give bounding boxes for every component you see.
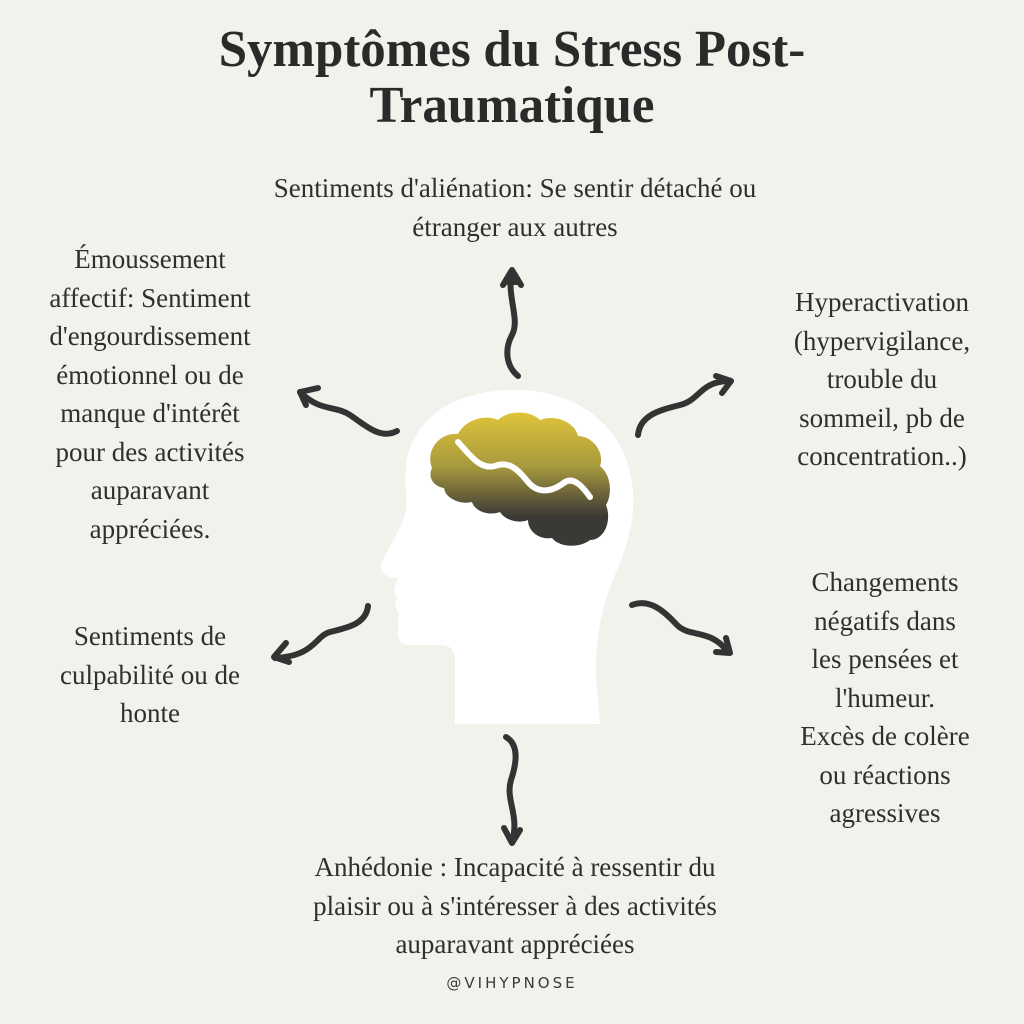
- symptom-line: négatifs dans: [814, 605, 956, 636]
- symptom-line: Anhédonie : Incapacité à ressentir du: [314, 852, 716, 882]
- symptom-line: Changements: [811, 567, 959, 597]
- symptom-line: l'humeur.: [834, 682, 936, 713]
- symptom-line: auparavant: [90, 475, 210, 505]
- symptom-anhedonie: Anhédonie : Incapacité à ressentir du pl…: [200, 848, 830, 964]
- author-handle: @VIHYPNOSE: [446, 974, 578, 992]
- arrow-up-left-icon: [297, 385, 400, 437]
- symptom-line: auparavant appréciées: [395, 929, 635, 959]
- symptom-line: Sentiments d'aliénation: Se sentir détac…: [273, 173, 757, 203]
- title-line-2: Traumatique: [369, 77, 655, 134]
- symptom-alienation: Sentiments d'aliénation: Se sentir détac…: [150, 169, 880, 246]
- arrow-up-icon: [500, 267, 524, 379]
- arrow-up-right-icon: [635, 373, 734, 438]
- symptom-line: sommeil, pb de: [799, 402, 965, 433]
- symptom-line: concentration..): [797, 441, 967, 471]
- symptom-line: culpabilité ou de: [60, 659, 240, 690]
- symptom-line: Émoussement: [74, 244, 226, 274]
- title-line-1: Symptômes du Stress Post-: [218, 21, 806, 78]
- symptom-line: manque d'intérêt: [60, 398, 240, 428]
- symptom-line: (hypervigilance,: [793, 325, 971, 356]
- symptom-culpabilite: Sentiments de culpabilité ou de honte: [20, 617, 280, 733]
- symptom-line: Hyperactivation: [795, 287, 969, 317]
- symptom-line: d'engourdissement: [49, 321, 251, 351]
- brain-icon: [430, 412, 610, 546]
- symptom-line: émotionnel ou de: [56, 359, 244, 390]
- arrow-down-left-icon: [271, 603, 371, 665]
- symptom-line: ou réactions: [819, 759, 951, 790]
- symptom-changements-negatifs: Changements négatifs dans les pensées et…: [760, 563, 1010, 833]
- symptom-line: affectif: Sentiment: [49, 282, 251, 313]
- symptom-hyperactivation: Hyperactivation (hypervigilance, trouble…: [740, 283, 1024, 476]
- symptom-emoussement-affectif: Émoussement affectif: Sentiment d'engour…: [0, 240, 300, 548]
- symptom-line: trouble du: [826, 364, 938, 394]
- symptom-line: plaisir ou à s'intéresser à des activité…: [313, 890, 717, 921]
- symptom-line: Sentiments de: [73, 621, 227, 651]
- arrow-down-right-icon: [629, 600, 733, 656]
- symptom-line: honte: [120, 698, 180, 728]
- symptom-line: étranger aux autres: [412, 211, 618, 242]
- symptom-line: les pensées et: [811, 644, 959, 674]
- symptom-line: Excès de colère: [800, 721, 970, 751]
- symptom-line: appréciées.: [89, 513, 211, 544]
- symptom-line: agressives: [829, 798, 941, 828]
- symptom-line: pour des activités: [55, 436, 245, 467]
- page-title: Symptômes du Stress Post- Traumatique: [10, 22, 1014, 134]
- arrow-down-icon: [501, 734, 523, 846]
